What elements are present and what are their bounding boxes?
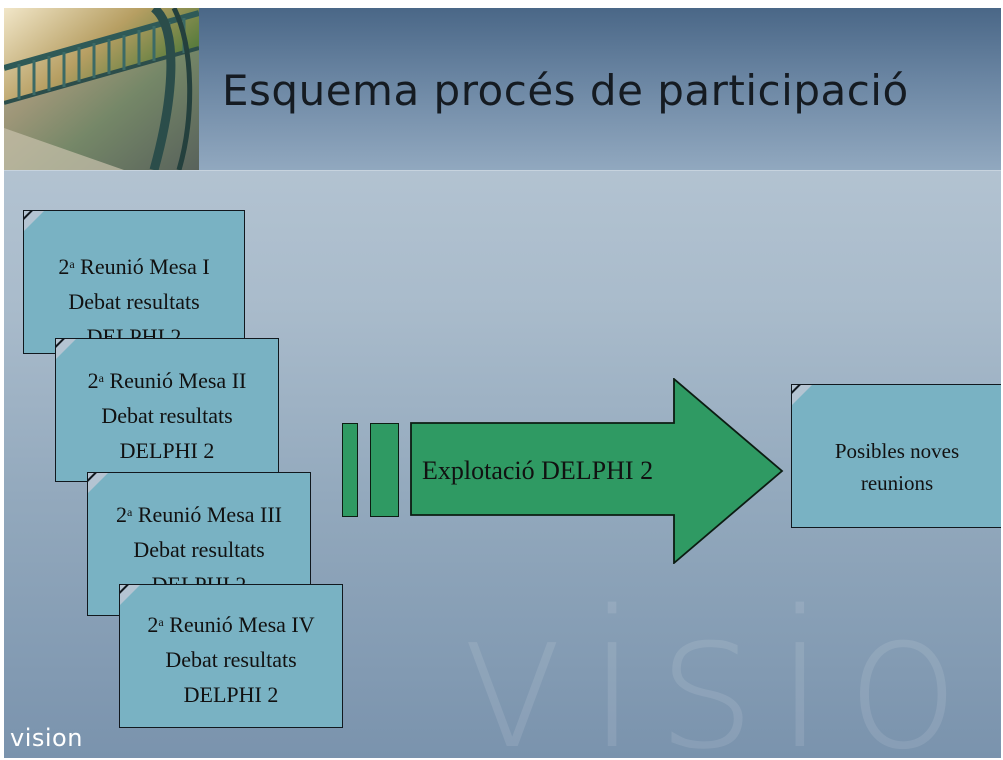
meeting-card-mesa-4: 2a Reunió Mesa IV Debat resultats DELPHI… [119,584,343,728]
meeting-card-line: Debat resultats [101,403,233,428]
meeting-card-mesa-1: 2a Reunió Mesa I Debat resultats DELPHI … [23,210,245,354]
meeting-card-mesa-2: 2a Reunió Mesa II Debat resultats DELPHI… [55,338,279,482]
meeting-card-line: Debat resultats [165,647,297,672]
result-card-line: Posibles noves [834,439,960,463]
meeting-card-title: 2a Reunió Mesa I [58,254,210,279]
process-arrow [410,378,784,564]
meeting-card-line: Debat resultats [68,289,200,314]
meeting-card-title: 2a Reunió Mesa II [87,368,247,393]
bridge-photo [4,8,199,170]
process-arrow-label: Explotació DELPHI 2 [422,456,654,485]
slide-title: Esquema procés de participació [222,66,909,115]
meeting-card-line: DELPHI 2 [119,438,215,463]
meeting-card-title: 2a Reunió Mesa IV [147,612,315,637]
vision-logo: vision [10,724,83,752]
process-bar-2 [370,423,399,517]
meeting-card-title: 2a Reunió Mesa III [115,502,282,527]
vision-watermark: vision [456,570,1001,759]
slide: Esquema procés de participació vision 2a… [4,8,1001,758]
meeting-card-line: Debat resultats [133,537,265,562]
slide-header: Esquema procés de participació [4,8,1001,171]
result-card: Posibles noves reunions [791,384,1001,528]
process-bar-1 [342,423,358,517]
meeting-card-line: DELPHI 2 [183,682,279,707]
result-card-line: reunions [860,471,934,495]
